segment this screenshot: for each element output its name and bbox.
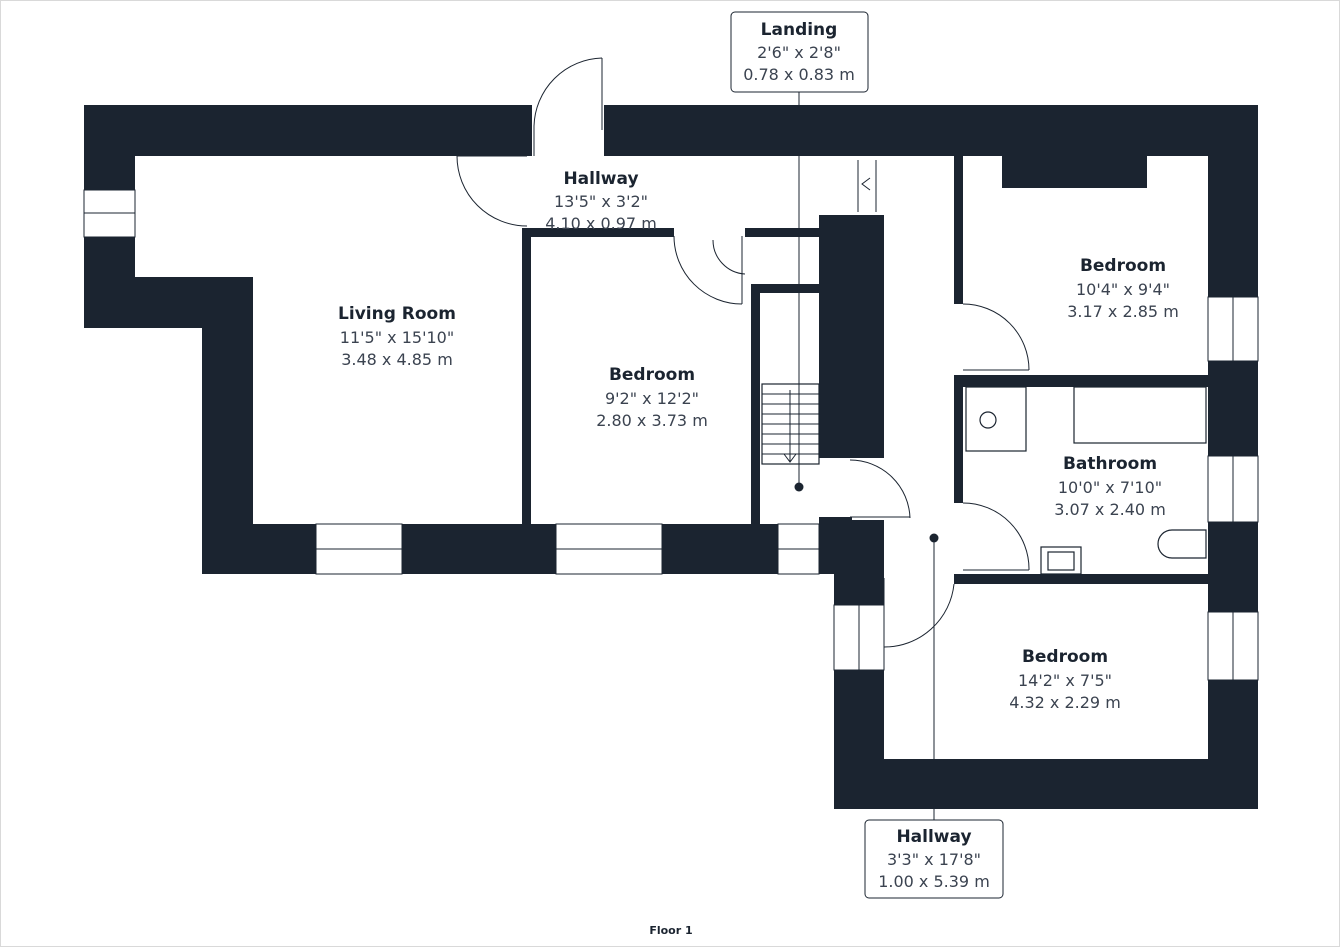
doors [456, 57, 1030, 648]
room-label-bedroom-1: Bedroom 9'2" x 12'2" 2.80 x 3.73 m [596, 365, 708, 430]
svg-text:4.32 x 2.29 m: 4.32 x 2.29 m [1009, 693, 1121, 712]
svg-text:0.78 x 0.83 m: 0.78 x 0.83 m [743, 65, 855, 84]
svg-text:2.80 x 3.73 m: 2.80 x 3.73 m [596, 411, 708, 430]
callout-hallway-2: Hallway 3'3" x 17'8" 1.00 x 5.39 m [864, 819, 1004, 899]
bathtub [1073, 386, 1207, 444]
svg-text:3.07 x 2.40 m: 3.07 x 2.40 m [1054, 500, 1166, 519]
svg-text:11'5" x 15'10": 11'5" x 15'10" [340, 328, 454, 347]
svg-text:Bedroom: Bedroom [1080, 256, 1166, 276]
floor-label: Floor 1 [649, 924, 692, 937]
room-label-bedroom-2: Bedroom 10'4" x 9'4" 3.17 x 2.85 m [1067, 256, 1179, 321]
room-label-hallway-1: Hallway 13'5" x 3'2" 4.10 x 0.97 m [545, 169, 657, 233]
svg-text:Living Room: Living Room [338, 304, 456, 324]
svg-text:3.48 x 4.85 m: 3.48 x 4.85 m [341, 350, 453, 369]
svg-text:13'5" x 3'2": 13'5" x 3'2" [554, 192, 648, 211]
svg-text:1.00 x 5.39 m: 1.00 x 5.39 m [878, 872, 990, 891]
bathroom-fixtures [965, 386, 1207, 575]
room-label-bathroom: Bathroom 10'0" x 7'10" 3.07 x 2.40 m [1054, 454, 1166, 519]
svg-text:4.10 x 0.97 m: 4.10 x 0.97 m [545, 214, 657, 233]
svg-text:2'6" x 2'8": 2'6" x 2'8" [757, 43, 841, 62]
svg-text:10'4" x 9'4": 10'4" x 9'4" [1076, 280, 1170, 299]
svg-text:Hallway: Hallway [896, 827, 971, 847]
dimension-lines [794, 92, 939, 820]
svg-text:Bathroom: Bathroom [1063, 454, 1157, 474]
svg-text:Bedroom: Bedroom [1022, 647, 1108, 667]
room-label-living-room: Living Room 11'5" x 15'10" 3.48 x 4.85 m [338, 304, 456, 369]
callout-landing: Landing 2'6" x 2'8" 0.78 x 0.83 m [730, 11, 869, 93]
svg-text:3.17 x 2.85 m: 3.17 x 2.85 m [1067, 302, 1179, 321]
svg-text:Hallway: Hallway [563, 169, 638, 189]
svg-text:10'0" x 7'10": 10'0" x 7'10" [1058, 478, 1162, 497]
windows [83, 189, 1259, 681]
svg-text:Landing: Landing [761, 20, 838, 40]
svg-text:3'3" x 17'8": 3'3" x 17'8" [887, 850, 981, 869]
room-label-bedroom-3: Bedroom 14'2" x 7'5" 4.32 x 2.29 m [1009, 647, 1121, 712]
svg-text:Bedroom: Bedroom [609, 365, 695, 385]
toilet [1157, 529, 1207, 559]
svg-text:9'2" x 12'2": 9'2" x 12'2" [605, 389, 699, 408]
stairs [761, 160, 877, 465]
svg-text:14'2" x 7'5": 14'2" x 7'5" [1018, 671, 1112, 690]
